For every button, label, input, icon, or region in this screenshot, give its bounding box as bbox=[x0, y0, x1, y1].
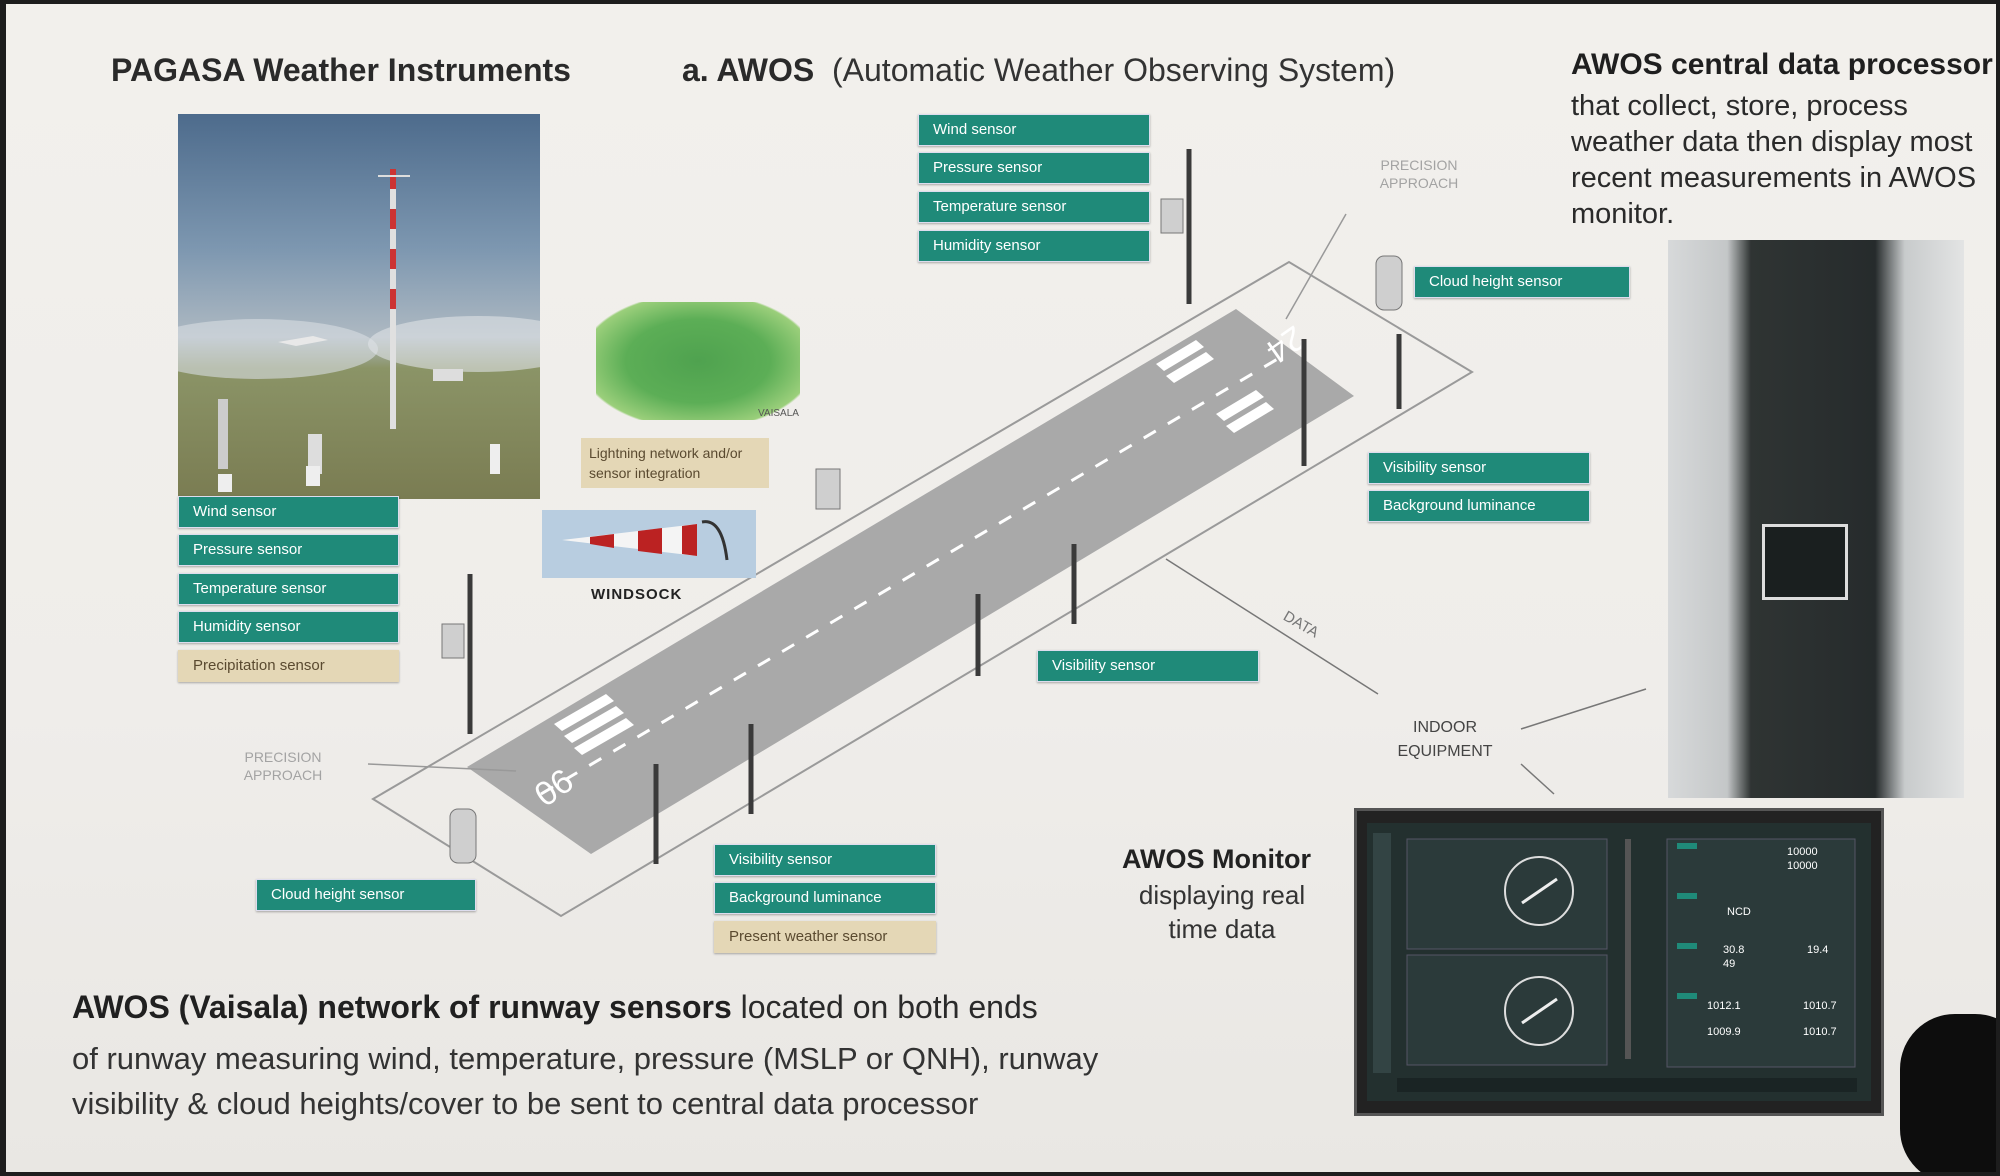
monitor-value-3: NCD bbox=[1727, 906, 1751, 918]
slide-title: PAGASA Weather Instruments bbox=[111, 52, 571, 88]
precision-approach-top-label: PRECISION APPROACH bbox=[1379, 157, 1459, 191]
present-weather-sensor-tag: Present weather sensor bbox=[714, 921, 936, 953]
top-wind-sensor-tag: Wind sensor bbox=[918, 114, 1150, 146]
lightning-network-label: Lightning network and/or sensor integrat… bbox=[581, 438, 769, 488]
awos-monitor-screenshot: 10000 10000 NCD 30.8 19.4 49 1012.1 1010… bbox=[1354, 808, 1884, 1116]
processor-description: that collect, store, process weather dat… bbox=[1571, 90, 1977, 230]
slide-subtitle: a. AWOS bbox=[682, 52, 815, 88]
station-photo-art bbox=[138, 169, 588, 492]
windsock-label: WINDSOCK bbox=[591, 586, 683, 603]
monitor-dashboard-art: 10000 10000 NCD 30.8 19.4 49 1012.1 1010… bbox=[1373, 833, 1857, 1092]
windsock-graphic bbox=[542, 510, 756, 578]
station-photo bbox=[138, 114, 588, 499]
monitor-value-7: 1012.1 bbox=[1707, 1000, 1741, 1012]
bottom-summary-line-3: visibility & cloud heights/cover to be s… bbox=[72, 1086, 979, 1121]
top-pressure-sensor-tag: Pressure sensor bbox=[918, 152, 1150, 184]
vaisala-brand: VAISALA bbox=[758, 408, 799, 419]
top-humidity-sensor-tag: Humidity sensor bbox=[918, 230, 1150, 262]
monitor-value-1: 10000 bbox=[1787, 846, 1818, 858]
precision-approach-left-label: PRECISION APPROACH bbox=[243, 749, 323, 783]
bottom-summary-line-1: AWOS (Vaisala) network of runway sensors… bbox=[72, 989, 1038, 1026]
visibility-sensor-mid-tag: Visibility sensor bbox=[1037, 650, 1259, 682]
visibility-sensor-bottom-tag: Visibility sensor bbox=[714, 844, 936, 876]
bottom-summary-bold: AWOS (Vaisala) network of runway sensors bbox=[72, 989, 732, 1025]
left-temperature-sensor-tag: Temperature sensor bbox=[178, 573, 399, 605]
cloud-height-sensor-top-tag: Cloud height sensor bbox=[1414, 266, 1630, 298]
slide-subtitle-expansion: (Automatic Weather Observing System) bbox=[832, 52, 1396, 88]
processor-screen bbox=[1762, 524, 1848, 600]
monitor-screen: 10000 10000 NCD 30.8 19.4 49 1012.1 1010… bbox=[1367, 823, 1871, 1101]
monitor-value-4: 30.8 bbox=[1723, 944, 1744, 956]
left-precipitation-sensor-tag: Precipitation sensor bbox=[178, 650, 399, 682]
lightning-map-graphic bbox=[596, 302, 800, 420]
monitor-value-8: 1010.7 bbox=[1803, 1000, 1837, 1012]
monitor-value-9: 1009.9 bbox=[1707, 1026, 1741, 1038]
monitor-value-5: 19.4 bbox=[1807, 944, 1828, 956]
bottom-summary-rest: located on both ends bbox=[731, 989, 1038, 1025]
windsock-icon bbox=[562, 520, 729, 561]
indoor-equipment-label: INDOOR EQUIPMENT bbox=[1397, 719, 1493, 760]
background-luminance-top-tag: Background luminance bbox=[1368, 490, 1590, 522]
cloud-height-sensor-bottom-tag: Cloud height sensor bbox=[256, 879, 476, 911]
left-wind-sensor-tag: Wind sensor bbox=[178, 496, 399, 528]
monitor-heading: AWOS Monitor bbox=[1122, 844, 1311, 874]
visibility-sensor-top-tag: Visibility sensor bbox=[1368, 452, 1590, 484]
monitor-value-6: 49 bbox=[1723, 958, 1735, 970]
top-temperature-sensor-tag: Temperature sensor bbox=[918, 191, 1150, 223]
processor-heading: AWOS central data processor bbox=[1571, 48, 1993, 81]
data-processor-photo bbox=[1668, 240, 1964, 798]
bottom-summary-line-2: of runway measuring wind, temperature, p… bbox=[72, 1041, 1099, 1076]
left-humidity-sensor-tag: Humidity sensor bbox=[178, 611, 399, 643]
monitor-value-2: 10000 bbox=[1787, 860, 1818, 872]
left-pressure-sensor-tag: Pressure sensor bbox=[178, 534, 399, 566]
background-luminance-bottom-tag: Background luminance bbox=[714, 882, 936, 914]
monitor-description: displaying real time data bbox=[1138, 880, 1306, 944]
monitor-value-10: 1010.7 bbox=[1803, 1026, 1837, 1038]
runway-diagram: 24 06 bbox=[367, 149, 1647, 918]
slide: PAGASA Weather Instruments a. AWOS (Auto… bbox=[6, 4, 1996, 1172]
corner-logo-graphic bbox=[1900, 1014, 1996, 1172]
